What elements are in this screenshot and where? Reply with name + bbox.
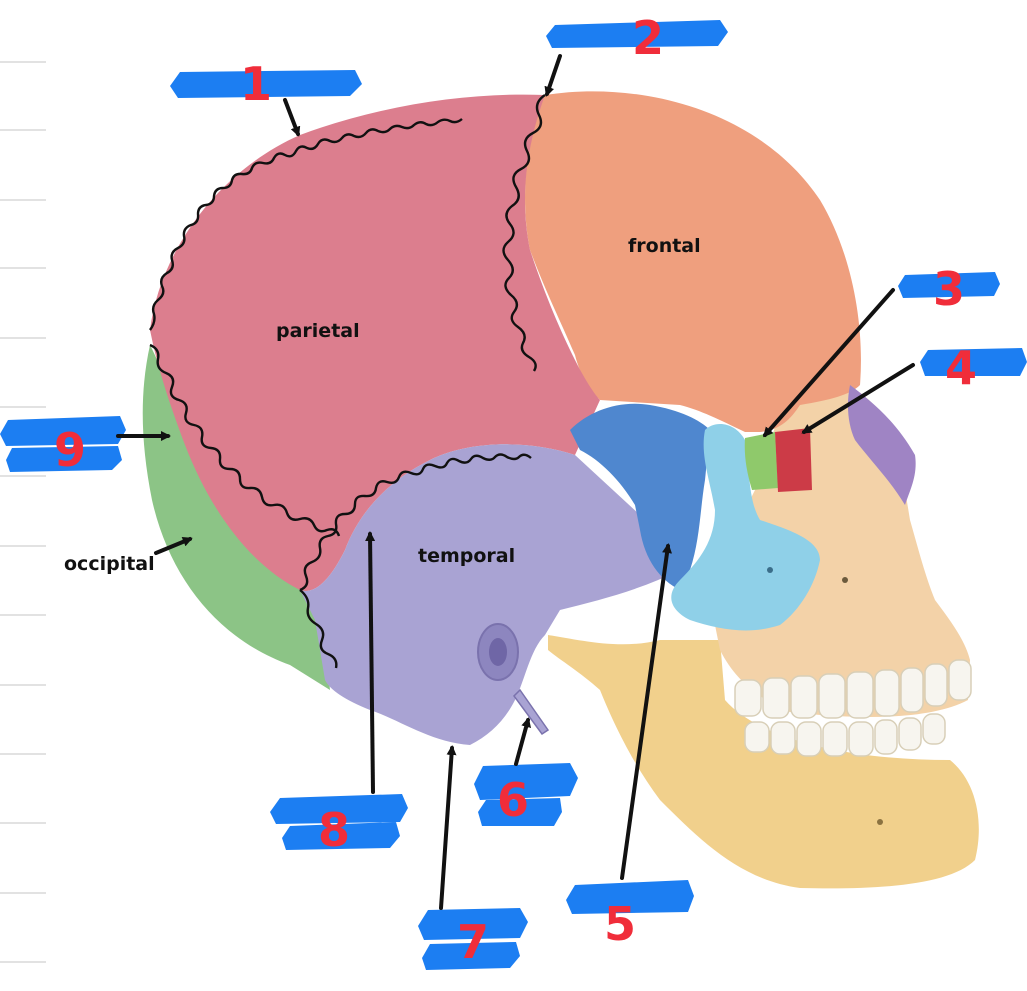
arrow-icon [763, 288, 895, 438]
arrow-icon [154, 537, 193, 555]
marker-7: 7 [457, 915, 489, 969]
ethmoid-bone [744, 432, 778, 490]
marker-1: 1 [240, 57, 272, 111]
highlight-6 [474, 763, 578, 826]
coronal-suture [502, 94, 546, 372]
arrow-icon [283, 98, 301, 137]
highlight-4 [920, 348, 1027, 376]
highlight-8 [270, 794, 408, 850]
highlight-5 [566, 880, 694, 914]
highlight-marks [0, 20, 1027, 970]
styloid-process [513, 688, 550, 736]
label-temporal: temporal [418, 545, 515, 567]
occipitomastoid-suture [299, 589, 338, 669]
arrow-icon [801, 363, 915, 434]
label-occipital: occipital [64, 553, 155, 575]
arrow-icon [439, 745, 457, 910]
occipital-bone [142, 345, 330, 690]
highlight-7 [418, 908, 528, 970]
arrow-icon [620, 543, 672, 880]
marker-6: 6 [497, 773, 529, 827]
mandible-bone [548, 635, 979, 889]
nasal-bone [847, 385, 916, 505]
lacrimal-bone [775, 428, 812, 492]
label-frontal: frontal [628, 235, 701, 257]
lambdoid-suture [149, 343, 341, 537]
highlight-3 [898, 272, 1000, 298]
lower-teeth [744, 713, 946, 757]
parietal-bone [150, 94, 600, 591]
marker-3: 3 [933, 262, 965, 316]
marker-8: 8 [318, 803, 350, 857]
marker-2: 2 [632, 11, 664, 65]
squamous-suture [299, 453, 532, 592]
arrow-icon [365, 531, 376, 794]
marker-5: 5 [604, 897, 636, 951]
upper-teeth [734, 659, 972, 719]
arrow-icon [514, 717, 531, 766]
frontal-bone [525, 91, 861, 432]
zygomatic-bone [671, 424, 820, 631]
marker-9: 9 [54, 423, 86, 477]
sutures [149, 94, 546, 669]
highlight-2 [546, 20, 728, 48]
temporal-bone [300, 444, 680, 745]
arrow-icon [544, 54, 562, 97]
notebook-lines [0, 61, 46, 963]
label-parietal: parietal [276, 320, 360, 342]
highlight-1 [170, 70, 362, 98]
pointer-arrows [116, 54, 915, 910]
highlight-9 [0, 416, 126, 472]
marker-4: 4 [945, 341, 977, 395]
sagittal-suture [149, 118, 463, 331]
sphenoid-bone [570, 403, 710, 590]
